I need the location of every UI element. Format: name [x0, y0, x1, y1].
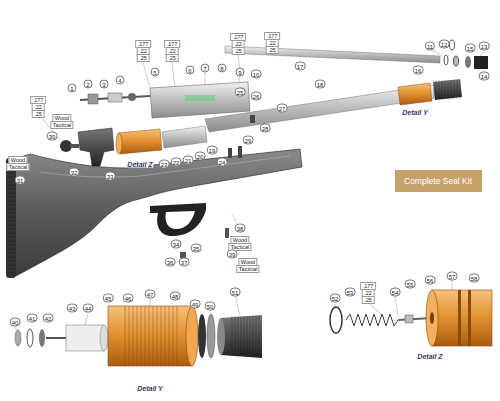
callout-number: 8 — [218, 64, 227, 73]
callout-number: 4 — [116, 76, 125, 85]
variant-tag: Tactical — [6, 163, 29, 171]
callout-number: 57 — [447, 272, 458, 281]
caliber-tag: .25 — [362, 296, 375, 304]
callout-number: 22 — [171, 158, 182, 167]
callout-number: 43 — [67, 304, 78, 313]
callout-number: 21 — [183, 156, 194, 165]
callout-number: 48 — [170, 292, 181, 301]
callout-number: 56 — [425, 276, 436, 285]
callout-number: 45 — [103, 294, 114, 303]
callout-number: 44 — [83, 304, 94, 313]
detail-label: Detail Y — [401, 109, 429, 116]
variant-tag: Tactical — [236, 265, 259, 273]
callout-number: 32 — [69, 168, 80, 177]
callout-number: 13 — [479, 42, 490, 51]
callout-number: 50 — [205, 302, 216, 311]
callout-number: 29 — [243, 136, 254, 145]
callout-number: 28 — [260, 124, 271, 133]
caliber-tag: .25 — [266, 46, 279, 54]
callout-number: 16 — [413, 66, 424, 75]
callout-number: 47 — [145, 290, 156, 299]
callout-number: 52 — [330, 294, 341, 303]
callout-number: 7 — [201, 64, 210, 73]
callout-number: 6 — [186, 66, 195, 75]
callout-number: 2 — [84, 80, 93, 89]
callout-number: 23 — [159, 160, 170, 169]
callout-number: 27 — [277, 104, 288, 113]
caliber-tag: .25 — [32, 110, 45, 118]
callout-number: 14 — [479, 72, 490, 81]
callout-number: 15 — [465, 44, 476, 53]
callout-number: 24 — [217, 158, 228, 167]
callout-number: 30 — [47, 132, 58, 141]
callout-number: 41 — [27, 314, 38, 323]
callout-number: 37 — [179, 258, 190, 267]
callout-number: 9 — [236, 68, 245, 77]
callout-number: 17 — [295, 62, 306, 71]
callout-number: 31 — [15, 176, 26, 185]
detail-label: Detail Y — [136, 385, 164, 392]
caliber-tag: .25 — [232, 47, 245, 55]
callout-number: 20 — [195, 152, 206, 161]
callout-number: 34 — [171, 240, 182, 249]
callout-number: 39 — [227, 250, 238, 259]
callout-number: 51 — [230, 288, 241, 297]
callout-number: 42 — [43, 314, 54, 323]
callout-number: 35 — [191, 244, 202, 253]
detail-label: Detail Z — [126, 161, 153, 168]
callout-number: 33 — [105, 172, 116, 181]
variant-tag: Tactical — [50, 121, 73, 129]
callout-number: 38 — [235, 224, 246, 233]
callout-number: 46 — [123, 294, 134, 303]
callout-number: 36 — [165, 258, 176, 267]
callout-number: 26 — [251, 92, 262, 101]
kit-label: Complete Seal Kit — [404, 176, 472, 186]
caliber-tag: .25 — [166, 54, 179, 62]
callout-number: 11 — [425, 42, 435, 51]
callout-number: 55 — [405, 280, 416, 289]
callout-number: 1 — [68, 84, 77, 93]
seal-kit-box: Complete Seal Kit — [395, 170, 482, 192]
callout-number: 49 — [190, 300, 201, 309]
callout-number: 10 — [251, 70, 262, 79]
callout-number: 5 — [151, 68, 160, 77]
callout-number: 40 — [10, 318, 21, 327]
caliber-tag: .25 — [137, 54, 150, 62]
callout-number: 3 — [100, 80, 109, 89]
detail-label: Detail Z — [416, 353, 443, 360]
callout-number: 58 — [469, 274, 480, 283]
callout-number: 25 — [235, 88, 246, 97]
callout-number: 12 — [439, 40, 450, 49]
callout-number: 54 — [390, 288, 401, 297]
callout-number: 18 — [315, 80, 326, 89]
callout-number: 53 — [345, 288, 356, 297]
callout-number: 19 — [207, 146, 218, 155]
